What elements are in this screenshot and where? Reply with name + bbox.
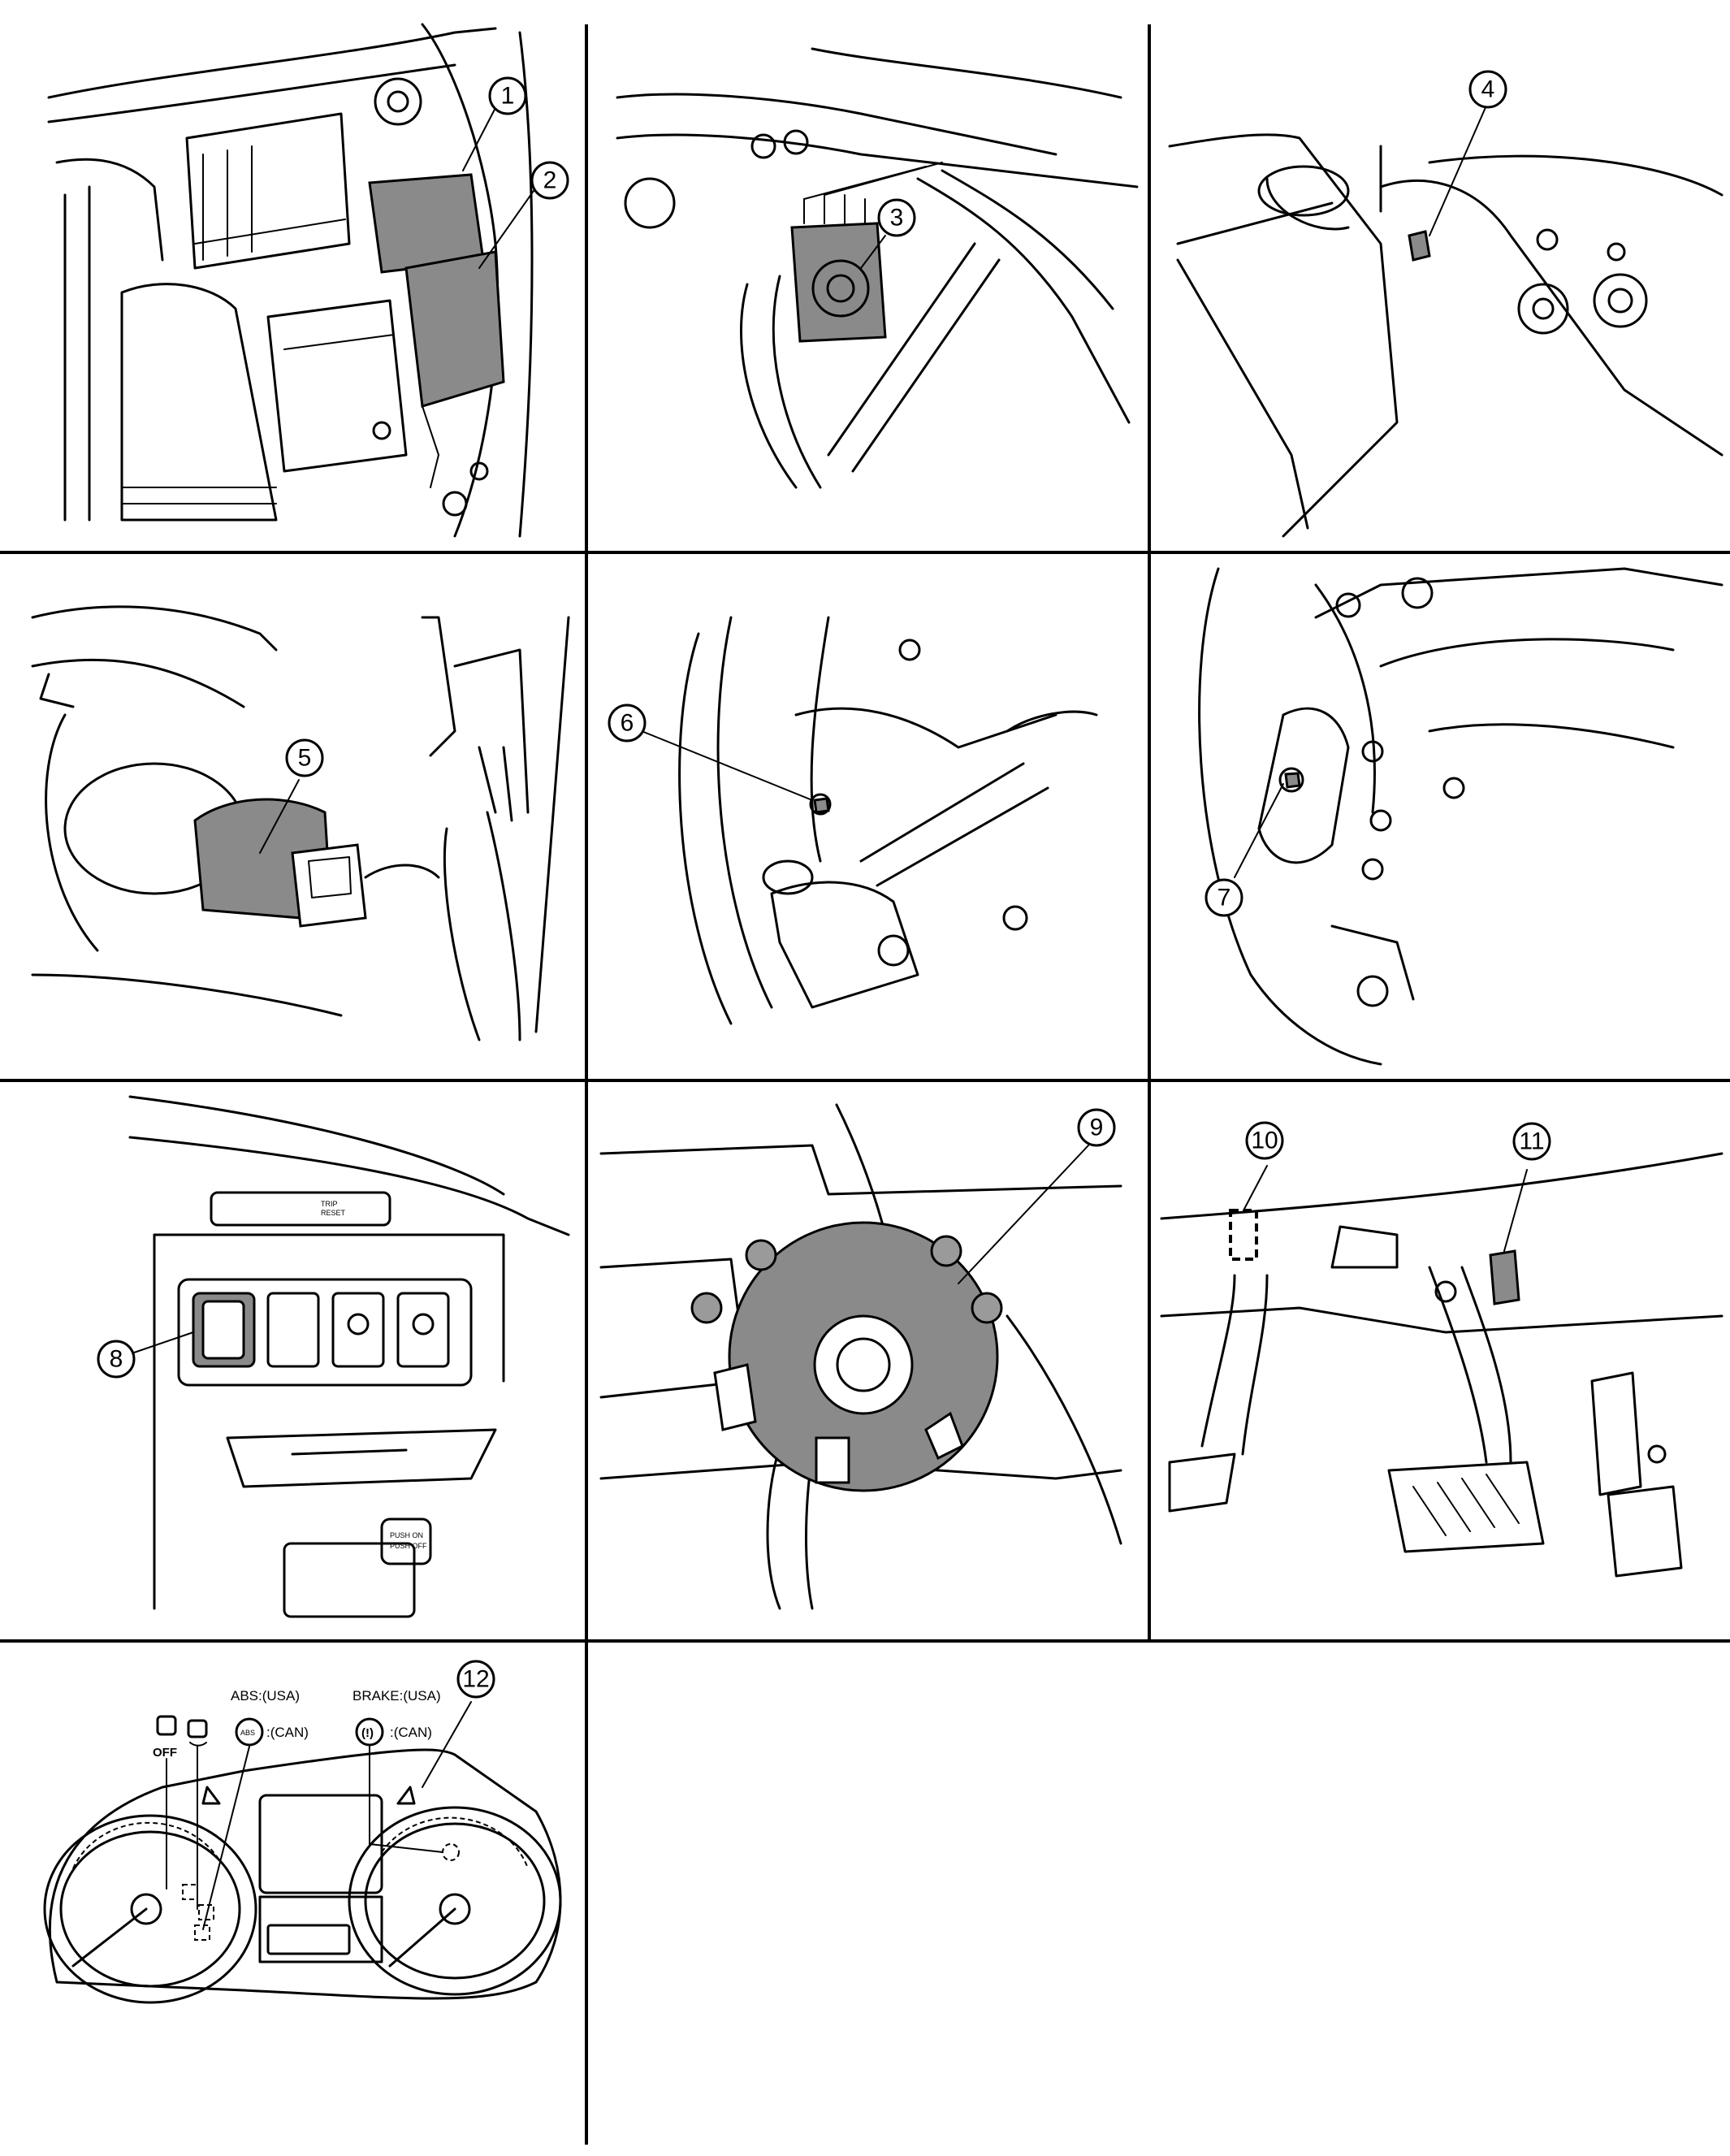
svg-text:3: 3 xyxy=(890,205,904,232)
brake-pedal-connector-shaded xyxy=(1489,1249,1520,1305)
callout-6: 6 xyxy=(608,704,647,742)
callout-11: 11 xyxy=(1512,1122,1551,1161)
slip-indicator-icon xyxy=(187,1719,208,1747)
push-on-label: PUSH ON xyxy=(390,1531,423,1539)
callout-5: 5 xyxy=(285,738,324,777)
front-wheel-sensor-shaded xyxy=(813,797,830,814)
brake-can-label: :(CAN) xyxy=(390,1725,432,1740)
brake-usa-label: BRAKE:(USA) xyxy=(352,1688,441,1704)
svg-text:4: 4 xyxy=(1481,76,1495,103)
callout-12: 12 xyxy=(456,1660,495,1699)
brake-badge: (!) xyxy=(361,1726,374,1740)
off-label: OFF xyxy=(153,1746,177,1760)
panel-engine-bay-left xyxy=(47,23,540,538)
abs-usa-label: ABS:(USA) xyxy=(231,1688,300,1704)
callout-10: 10 xyxy=(1245,1121,1284,1160)
panel-rear-wheel-sensor xyxy=(1198,567,1724,1066)
abs-actuator-shaded xyxy=(790,222,887,343)
abs-can-label: :(CAN) xyxy=(266,1725,309,1740)
panel-brake-fluid-reservoir xyxy=(1168,105,1724,538)
svg-text:10: 10 xyxy=(1251,1128,1278,1154)
svg-text:9: 9 xyxy=(1090,1115,1104,1141)
abs-badge: ABS xyxy=(240,1729,255,1737)
callout-8: 8 xyxy=(97,1340,136,1379)
callout-2: 2 xyxy=(530,161,569,200)
panel-abs-actuator xyxy=(616,47,1139,489)
svg-text:7: 7 xyxy=(1217,885,1231,911)
panel-steering-angle-sensor xyxy=(599,1103,1122,1610)
panel-pedals xyxy=(1160,1152,1724,1578)
stop-lamp-switch-dashed xyxy=(1229,1209,1258,1261)
svg-text:1: 1 xyxy=(501,83,515,110)
callout-3: 3 xyxy=(877,198,916,237)
push-off-label: PUSH OFF xyxy=(390,1542,427,1550)
callout-7: 7 xyxy=(1205,878,1243,917)
svg-text:TRIP: TRIP xyxy=(321,1200,338,1208)
svg-text:RESET: RESET xyxy=(321,1209,346,1217)
panel-combination-meter: OFF ABS:(USA) BRAKE:(USA) ABS :(CAN) (!)… xyxy=(43,1688,562,2004)
rear-wheel-sensor-shaded xyxy=(1284,772,1301,789)
panel-vdc-off-switch: TRIP RESET PUSH ON PUSH OFF xyxy=(128,1095,570,1618)
abs-warning-icon: ABS xyxy=(235,1717,264,1747)
panel-grid xyxy=(0,24,1730,2145)
ecm-shaded xyxy=(404,250,505,408)
callout-4: 4 xyxy=(1468,70,1507,109)
callout-1: 1 xyxy=(488,76,527,115)
panel-connector-5 xyxy=(31,605,570,1041)
brake-fluid-level-switch-shaded xyxy=(1408,230,1431,262)
brake-warning-icon: (!) xyxy=(355,1717,384,1747)
svg-text:2: 2 xyxy=(543,167,557,194)
svg-text:11: 11 xyxy=(1519,1128,1544,1155)
callout-9: 9 xyxy=(1077,1108,1116,1147)
svg-text:8: 8 xyxy=(110,1346,123,1373)
vdc-off-icon: OFF xyxy=(153,1715,177,1760)
svg-text:5: 5 xyxy=(298,745,312,772)
svg-text:12: 12 xyxy=(462,1666,489,1693)
svg-text:6: 6 xyxy=(621,710,634,737)
panel-front-wheel-sensor xyxy=(641,616,1098,1025)
